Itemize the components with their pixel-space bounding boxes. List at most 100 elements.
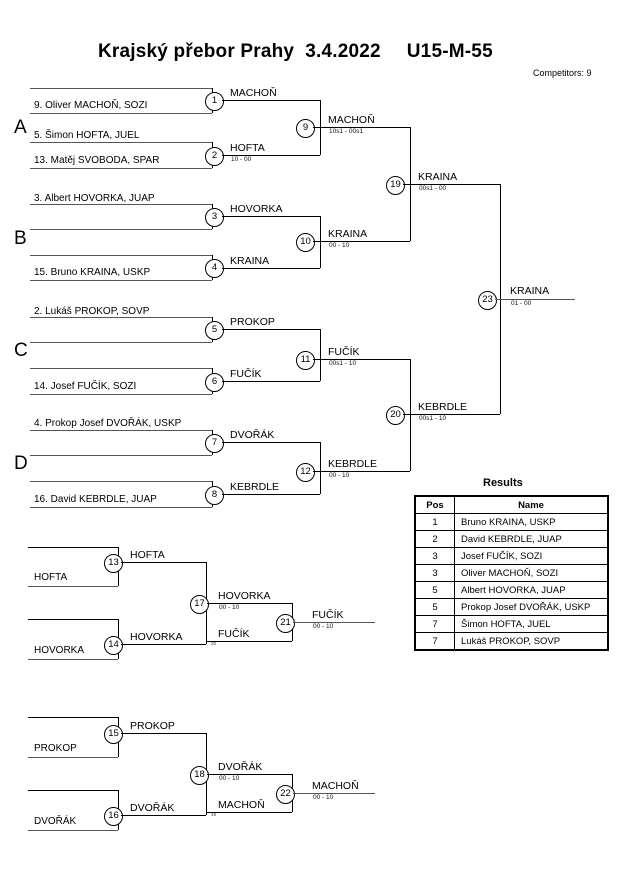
winner-line [313,241,410,242]
winner-label: MACHOŇ [312,780,359,792]
entry-label: 16. David KEBRDLE, JUAP [34,494,157,505]
winner-line [207,774,292,775]
bracket-connector [410,359,411,471]
feeder-ref: 19 [211,812,217,817]
match-node-7[interactable]: 7 [205,434,224,453]
match-node-22[interactable]: 22 [276,785,295,804]
match-node-19[interactable]: 19 [386,176,405,195]
winner-label: FUČÍK [312,609,344,621]
entry-line [28,790,118,791]
feeder-label: MACHOŇ [218,799,265,811]
match-node-2[interactable]: 2 [205,147,224,166]
entry-label: 3. Albert HOVORKA, JUAP [34,193,155,204]
winner-label: HOVORKA [230,203,283,215]
winner-label: FUČÍK [230,368,262,380]
results-title: Results [483,477,523,489]
match-node-15[interactable]: 15 [104,725,123,744]
winner-line [293,622,375,623]
winner-line [222,100,320,101]
result-position: 7 [415,615,455,633]
entry-label: 15. Bruno KRAINA, USKP [34,267,151,278]
winner-label: DVOŘÁK [130,802,175,814]
match-node-21[interactable]: 21 [276,614,295,633]
match-node-11[interactable]: 11 [296,351,315,370]
winner-label: DVOŘÁK [218,761,263,773]
repechage-entry-label: HOVORKA [34,645,85,656]
winner-line [121,733,206,734]
match-node-17[interactable]: 17 [190,595,209,614]
repechage-entry-label: PROKOP [34,743,77,754]
match-node-20[interactable]: 20 [386,406,405,425]
entry-line [30,455,212,456]
winner-line [121,562,206,563]
results-col-name: Name [454,496,608,514]
repechage-entry-label: DVOŘÁK [34,816,77,827]
entry-line [30,204,212,205]
title-event: Krajský přebor Prahy [98,41,295,62]
result-name: David KEBRDLE, JUAP [454,530,608,548]
group-label-b: B [14,228,27,249]
match-node-5[interactable]: 5 [205,321,224,340]
result-name: Prokop Josef DVOŘÁK, USKP [454,598,608,616]
entry-line [28,757,118,758]
result-name: Šimon HOFTA, JUEL [454,615,608,633]
entry-label: 9. Oliver MACHOŇ, SOZI [34,100,148,111]
repechage-entry-label: HOFTA [34,572,68,583]
group-label-c: C [14,340,28,361]
match-node-4[interactable]: 4 [205,259,224,278]
match-node-14[interactable]: 14 [104,636,123,655]
title-category: U15-M-55 [406,41,493,62]
entry-line [30,368,212,369]
winner-label: MACHOŇ [230,87,277,99]
winner-line [222,442,320,443]
winner-label: KRAINA [230,255,270,267]
winner-line [293,793,375,794]
entry-line [30,168,212,169]
title-date: 3.4.2022 [305,41,381,62]
match-node-3[interactable]: 3 [205,208,224,227]
match-node-18[interactable]: 18 [190,766,209,785]
result-position: 1 [415,513,455,531]
entry-label: 5. Šimon HOFTA, JUEL [34,130,140,141]
winner-label: PROKOP [230,316,275,328]
winner-line [313,471,410,472]
winner-line [313,359,410,360]
winner-line [222,381,320,382]
winner-line [403,414,500,415]
match-score: 10s1 - 00s1 [329,128,363,135]
winner-label: KEBRDLE [328,458,378,470]
match-node-9[interactable]: 9 [296,119,315,138]
match-node-6[interactable]: 6 [205,373,224,392]
entry-label: 14. Josef FUČÍK, SOZI [34,381,137,392]
entry-line [30,229,212,230]
winner-label: MACHOŇ [328,114,375,126]
match-node-23[interactable]: 23 [478,291,497,310]
results-header-row: Pos Name [415,496,608,514]
match-node-10[interactable]: 10 [296,233,315,252]
winner-label: KRAINA [418,171,458,183]
winner-label: PROKOP [130,720,175,732]
entry-line [28,547,118,548]
winner-line [207,603,292,604]
match-node-12[interactable]: 12 [296,463,315,482]
feeder-ref: 20 [211,641,217,646]
match-node-8[interactable]: 8 [205,486,224,505]
result-name: Josef FUČÍK, SOZI [454,547,608,565]
winner-line [495,299,575,300]
winner-line [222,216,320,217]
entry-line [30,430,212,431]
entry-line [28,586,118,587]
winner-line [222,494,320,495]
match-node-13[interactable]: 13 [104,554,123,573]
entry-line [28,619,118,620]
entry-label: 2. Lukáš PROKOP, SOVP [34,306,150,317]
entry-line [30,88,212,89]
match-node-16[interactable]: 16 [104,807,123,826]
match-node-1[interactable]: 1 [205,92,224,111]
winner-line [313,127,410,128]
